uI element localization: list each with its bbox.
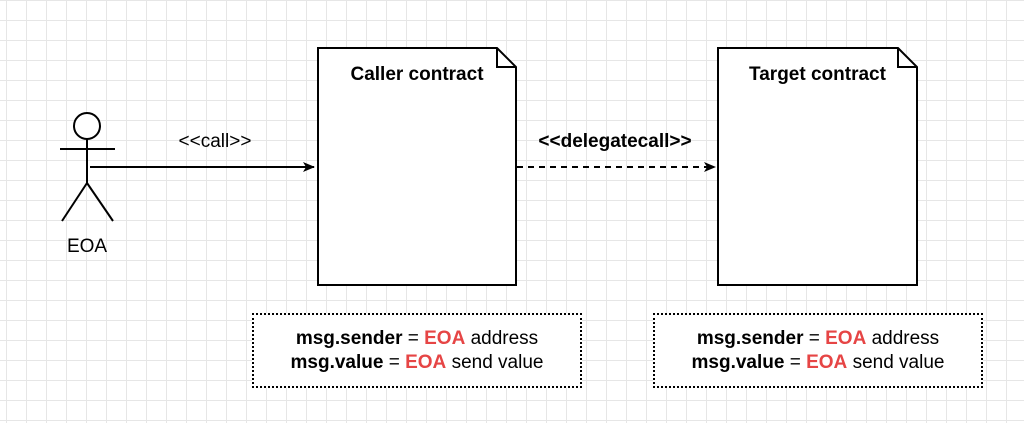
note-line-sender: msg.sender = EOA address bbox=[697, 327, 939, 351]
target-contract-fold-icon bbox=[897, 48, 917, 68]
equals-sign: = bbox=[402, 327, 425, 349]
eoa-highlight: EOA bbox=[424, 327, 466, 349]
caller-contract-title: Caller contract bbox=[350, 64, 484, 85]
delegatecall-edge-label: <<delegatecall>> bbox=[538, 131, 692, 152]
equals-sign: = bbox=[803, 327, 826, 349]
note-line-sender: msg.sender = EOA address bbox=[296, 327, 538, 351]
msg-value-var: msg.value bbox=[691, 351, 785, 373]
note-text: address bbox=[465, 327, 539, 349]
note-text: send value bbox=[847, 351, 945, 373]
note-text: address bbox=[866, 327, 940, 349]
target-contract-box[interactable] bbox=[717, 47, 918, 286]
eoa-highlight: EOA bbox=[825, 327, 867, 349]
eoa-actor-icon[interactable] bbox=[60, 112, 115, 222]
target-contract-title: Target contract bbox=[749, 64, 886, 85]
target-context-note[interactable]: msg.sender = EOA address msg.value = EOA… bbox=[653, 313, 983, 388]
eoa-highlight: EOA bbox=[806, 351, 848, 373]
caller-contract-fold-icon bbox=[496, 48, 516, 68]
equals-sign: = bbox=[383, 351, 406, 373]
eoa-highlight: EOA bbox=[405, 351, 447, 373]
eoa-actor-label: EOA bbox=[66, 236, 108, 257]
note-line-value: msg.value = EOA send value bbox=[692, 351, 945, 375]
note-line-value: msg.value = EOA send value bbox=[291, 351, 544, 375]
msg-sender-var: msg.sender bbox=[696, 327, 804, 349]
caller-contract-box[interactable] bbox=[317, 47, 517, 286]
note-text: send value bbox=[446, 351, 544, 373]
call-edge-label: <<call>> bbox=[178, 131, 252, 152]
msg-value-var: msg.value bbox=[290, 351, 384, 373]
caller-context-note[interactable]: msg.sender = EOA address msg.value = EOA… bbox=[252, 313, 582, 388]
msg-sender-var: msg.sender bbox=[295, 327, 403, 349]
equals-sign: = bbox=[784, 351, 807, 373]
